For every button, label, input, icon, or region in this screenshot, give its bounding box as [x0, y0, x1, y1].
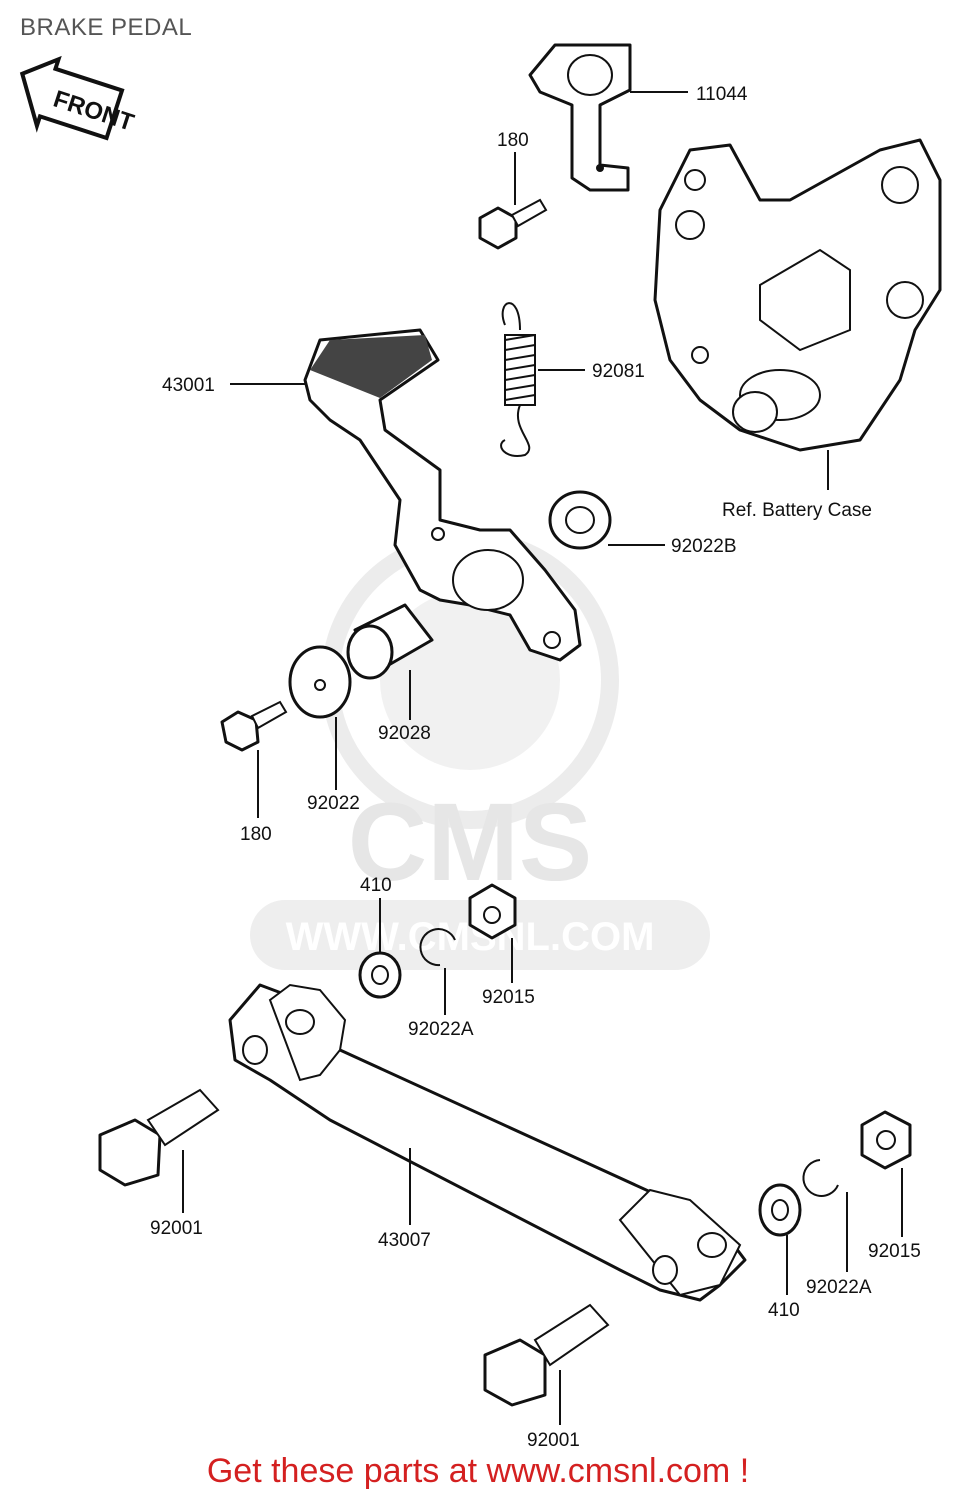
front-arrow-icon: FRONT: [19, 55, 137, 141]
callout-11044: 11044: [696, 84, 748, 105]
bolt-92001-bottom: [483, 1303, 610, 1407]
callout-92022A-left: 92022A: [408, 1019, 474, 1040]
washer-410-left: [358, 951, 402, 999]
bolt-180-top: [478, 198, 548, 250]
callout-43007: 43007: [378, 1230, 431, 1251]
watermark-brand: CMS: [348, 781, 592, 904]
callout-ref-battery-case: Ref. Battery Case: [722, 500, 872, 521]
leader-lines: [182, 91, 903, 1425]
callout-92081: 92081: [592, 361, 645, 382]
collar-92028: [346, 603, 434, 680]
rod-43007: [228, 983, 747, 1302]
nut-92015-left: [468, 883, 517, 940]
callout-labels: 11044 180 92081 43001 Ref. Battery Case …: [150, 84, 921, 1451]
callout-92022B: 92022B: [671, 536, 737, 557]
nut-92015-right: [860, 1110, 912, 1170]
callout-92022: 92022: [307, 793, 360, 814]
bracket-11044: [528, 43, 632, 192]
callout-180-bottom: 180: [240, 824, 272, 845]
page-title: BRAKE PEDAL: [20, 14, 193, 41]
callout-410-left: 410: [360, 875, 392, 896]
clip-92022A-right: [802, 1159, 839, 1197]
watermark: CMS WWW.CMSNL.COM: [250, 531, 710, 970]
callout-92015-right: 92015: [868, 1241, 921, 1262]
callout-92022A-right: 92022A: [806, 1277, 872, 1298]
footer-link[interactable]: Get these parts at www.cmsnl.com !: [206, 1452, 750, 1490]
washer-92022: [288, 645, 352, 719]
bolt-180-bottom: [220, 700, 288, 752]
callout-92001-left: 92001: [150, 1218, 203, 1239]
battery-case: [653, 138, 942, 452]
callout-92028: 92028: [378, 723, 431, 744]
bolt-92001-left: [98, 1088, 220, 1187]
callout-410-right: 410: [768, 1300, 800, 1321]
washer-92022B: [548, 490, 612, 550]
spring-92081: [500, 302, 536, 457]
callout-92001-bottom: 92001: [527, 1430, 580, 1451]
callout-92015-left: 92015: [482, 987, 535, 1008]
callout-180-top: 180: [497, 130, 529, 151]
callout-43001: 43001: [162, 375, 215, 396]
washer-410-right: [758, 1183, 802, 1237]
clip-92022A-left: [419, 928, 456, 967]
pedal-43001: [303, 328, 582, 662]
